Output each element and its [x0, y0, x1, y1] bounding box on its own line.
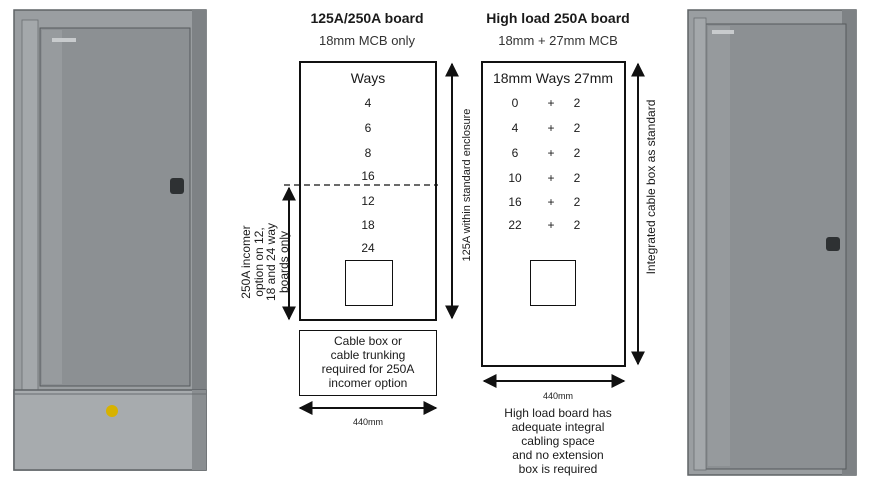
right-row-a: 0 [511, 96, 519, 110]
right-row-op: + [547, 218, 555, 232]
left-way-value: 24 [361, 241, 375, 255]
right-board-enclosure [481, 61, 626, 367]
right-footnote-line: adequate integral [511, 420, 605, 434]
right-row-op: + [547, 96, 555, 110]
right-row-a: 10 [508, 171, 522, 185]
right-cable-box-side-note: Integrated cable box as standard [644, 99, 658, 275]
left-board-title: 125A/250A board [310, 10, 424, 26]
right-row-op: + [547, 195, 555, 209]
right-board-subtitle: 18mm + 27mm MCB [498, 33, 618, 48]
incomer-note-line: 18 and 24 way [264, 222, 278, 302]
right-row-a: 22 [508, 218, 522, 232]
right-row-b: 2 [573, 121, 581, 135]
left-enclosure-side-note: 125A within standard enclosure [461, 108, 473, 262]
cable-box-note-line: required for 250A [321, 362, 415, 376]
left-way-value: 18 [361, 218, 375, 232]
right-row-op: + [547, 146, 555, 160]
left-incomer-square [345, 260, 393, 306]
right-row-a: 16 [508, 195, 522, 209]
right-row-b: 2 [573, 146, 581, 160]
left-way-value: 16 [361, 169, 375, 183]
right-width-label: 440mm [542, 391, 574, 401]
left-way-value: 6 [364, 121, 372, 135]
right-row-a: 6 [511, 146, 519, 160]
right-row-a: 4 [511, 121, 519, 135]
cable-box-note-box [299, 330, 437, 396]
right-row-b: 2 [573, 96, 581, 110]
left-width-label: 440mm [352, 417, 384, 427]
right-row-b: 2 [573, 195, 581, 209]
cable-box-note-line: incomer option [328, 376, 408, 390]
right-row-b: 2 [573, 171, 581, 185]
incomer-note-line: boards only [276, 230, 291, 294]
cable-box-note-line: Cable box or [333, 334, 403, 348]
right-ways-header: 18mm Ways 27mm [492, 70, 614, 86]
right-row-op: + [547, 121, 555, 135]
incomer-note-line: 250A incomer [239, 225, 253, 299]
left-ways-header: Ways [350, 70, 386, 86]
right-row-b: 2 [573, 218, 581, 232]
left-way-value: 12 [361, 194, 375, 208]
right-incomer-square [530, 260, 576, 306]
right-footnote-line: and no extension [512, 448, 604, 462]
right-row-op: + [547, 171, 555, 185]
left-board-enclosure [299, 61, 437, 321]
right-footnote-line: High load board has [504, 406, 612, 420]
left-way-value: 8 [364, 146, 372, 160]
right-cabinet-photo [676, 0, 871, 483]
left-way-value: 4 [364, 96, 372, 110]
right-board-title: High load 250A board [486, 10, 630, 26]
cable-box-note-line: cable trunking [330, 348, 406, 362]
left-incomer-side-note: 250A incomer option on 12, 18 and 24 way… [239, 214, 292, 310]
right-footnote-line: box is required [518, 462, 598, 476]
left-board-subtitle: 18mm MCB only [318, 33, 416, 48]
left-cabinet-photo [0, 0, 210, 483]
right-footnote-line: cabling space [521, 434, 595, 448]
